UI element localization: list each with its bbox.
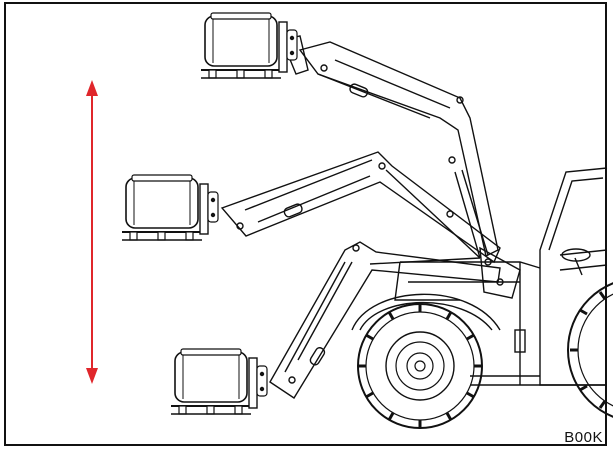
- loader-arm-middle: [220, 151, 501, 264]
- lift-range-arrow: [86, 80, 98, 384]
- pallet-load-lowered: [170, 348, 268, 415]
- pallet-load-raised: [200, 12, 298, 79]
- loader-arm-lowered: [269, 241, 521, 399]
- rear-wheel: [567, 282, 613, 418]
- figure-code-label: B00K: [564, 429, 603, 446]
- pallet-load-middle: [121, 174, 219, 241]
- loader-arm-raised: [281, 35, 499, 259]
- tractor-body: [351, 167, 608, 386]
- diagram-frame: [4, 2, 607, 446]
- front-wheel: [357, 303, 483, 429]
